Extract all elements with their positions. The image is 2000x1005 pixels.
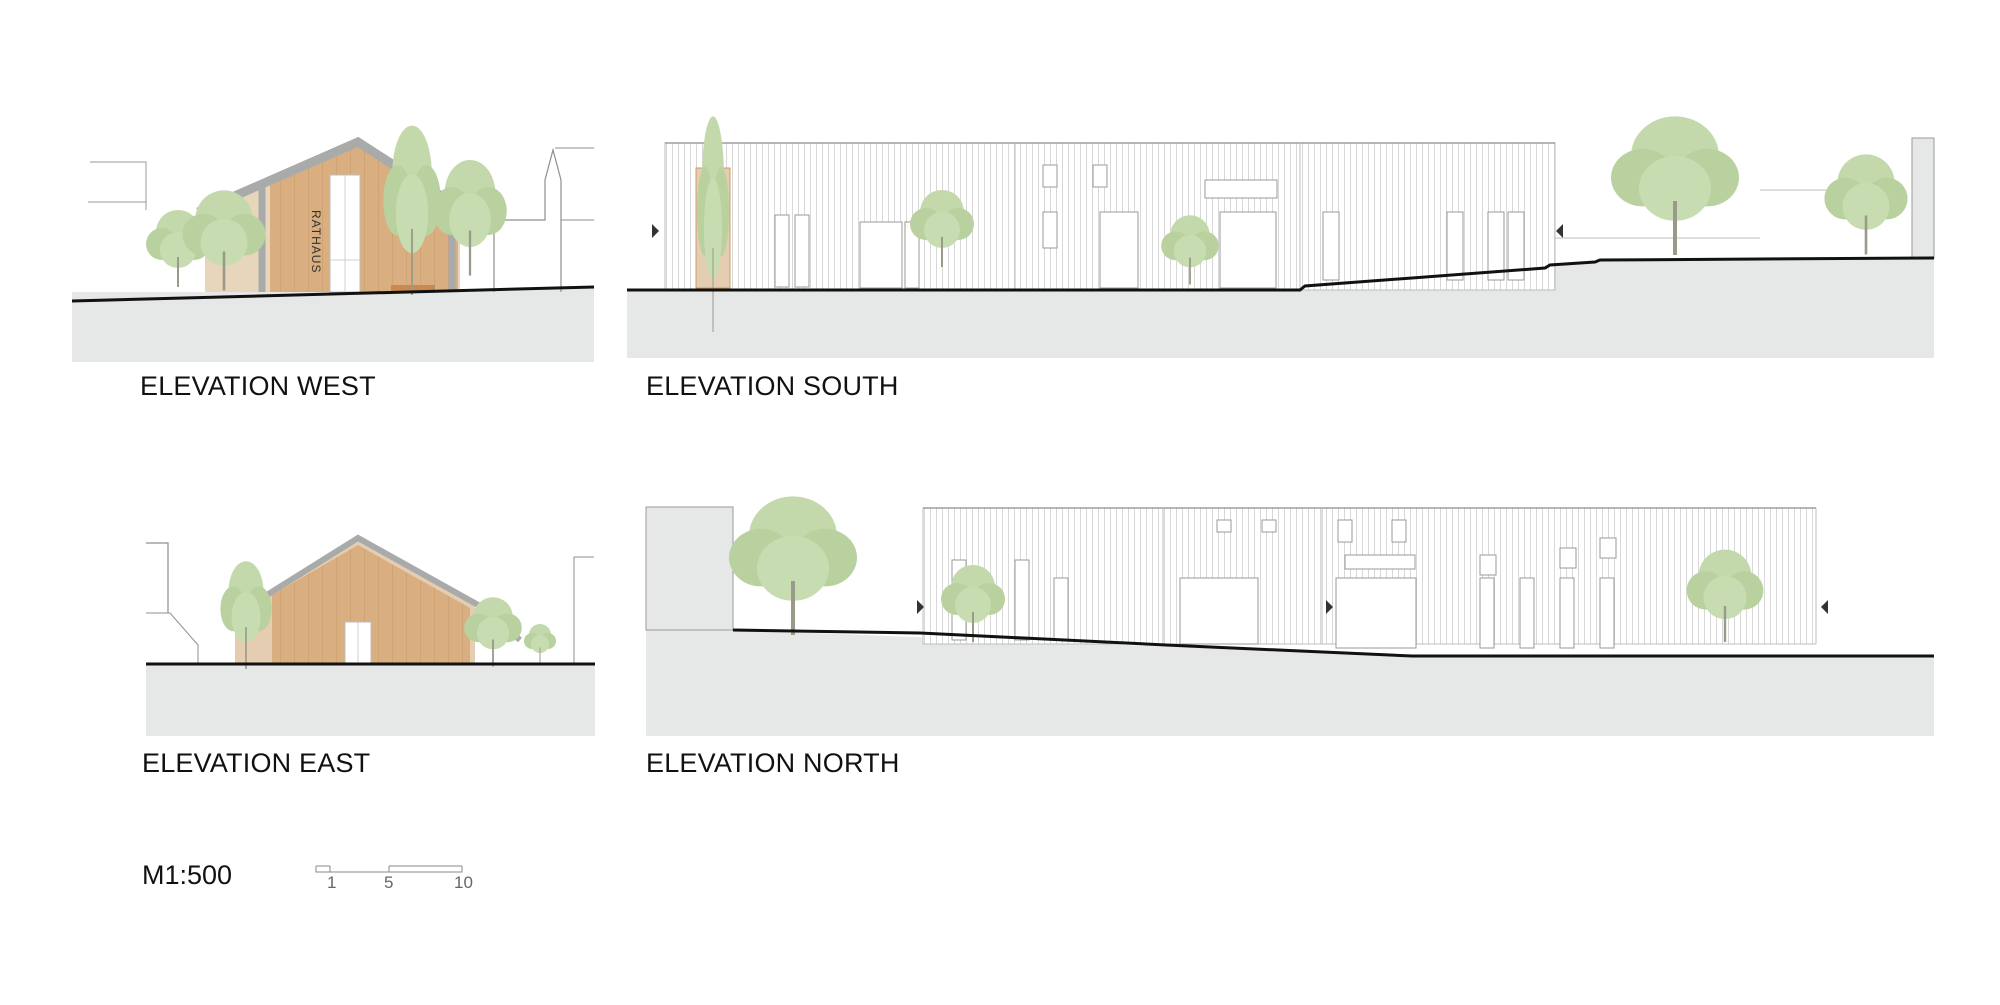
elevation-north-title: ELEVATION NORTH (646, 748, 900, 778)
ground-line (71, 285, 595, 303)
elevation-north: ELEVATION NORTH (645, 494, 1934, 778)
ground-line (627, 256, 1935, 292)
scale-label: M1:500 (142, 860, 232, 890)
ground-line (732, 628, 1934, 658)
scale-bar: M1:500 1 5 10 (142, 860, 473, 892)
north-windows (951, 519, 1617, 649)
context-building (88, 161, 147, 203)
ground-fill (146, 664, 595, 736)
rathaus-sign: RATHAUS (309, 210, 323, 273)
south-windows (774, 164, 1525, 289)
ground-fill (72, 292, 594, 362)
scale-tick-label: 10 (454, 873, 473, 892)
elevation-south-title: ELEVATION SOUTH (646, 371, 899, 401)
elevation-south: ELEVATION SOUTH (627, 116, 1935, 401)
elevation-west-title: ELEVATION WEST (140, 371, 376, 401)
ground-fill (627, 258, 1934, 358)
scale-tick-label: 5 (384, 873, 393, 892)
elevation-west: RATHAUS ELEVATION WEST (71, 126, 595, 401)
ground-fill (646, 507, 1934, 736)
elevation-east: ELEVATION EAST (142, 534, 595, 778)
scale-tick-label: 1 (327, 873, 336, 892)
elevation-east-title: ELEVATION EAST (142, 748, 370, 778)
